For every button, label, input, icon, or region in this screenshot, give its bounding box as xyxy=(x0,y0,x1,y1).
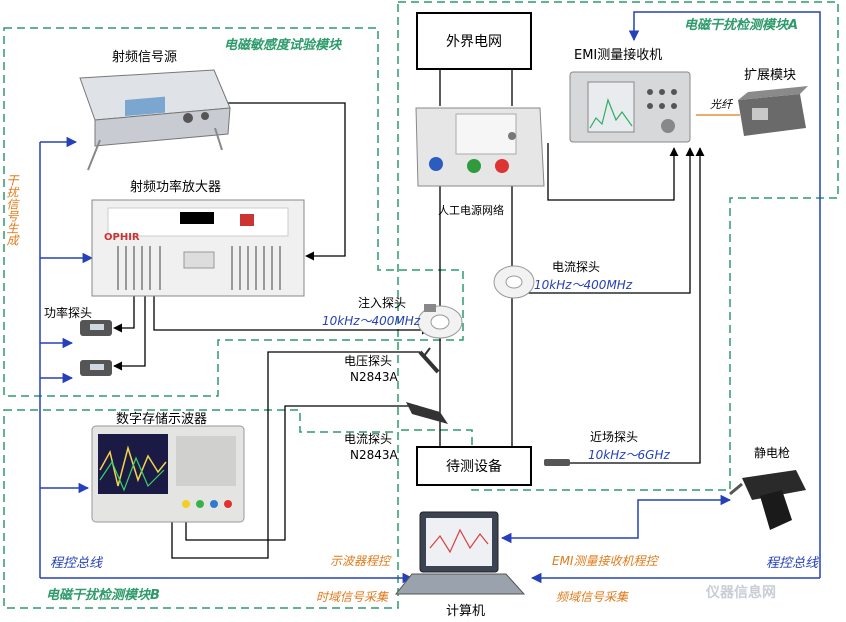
grid-box: 外界电网 xyxy=(416,12,532,70)
module-emi-a-label: 电磁干扰检测模块A xyxy=(684,18,799,33)
dut-label: 待测设备 xyxy=(446,459,502,475)
lisn-label: 人工电源网络 xyxy=(438,204,504,217)
current-probe-left-device xyxy=(406,402,448,424)
bus-right-label: 程控总线 xyxy=(766,556,819,571)
interference-gen-label: 干扰信号生成 xyxy=(5,174,19,246)
rf-amp-label: 射频功率放大器 xyxy=(130,180,222,195)
module-susceptibility-border xyxy=(3,27,464,397)
rf-source-label: 射频信号源 xyxy=(112,50,178,65)
esd-gun-device xyxy=(729,470,806,530)
grid-label: 外界电网 xyxy=(446,34,502,50)
near-field-probe-label: 近场探头 xyxy=(590,430,639,444)
amp-brand-label: OPHIR xyxy=(104,232,140,243)
current-probe-left-model: N2843A xyxy=(350,448,398,462)
signal-lines xyxy=(113,68,740,559)
power-probe-1 xyxy=(80,320,112,336)
current-probe-right-label: 电流探头 xyxy=(552,260,601,274)
rf-source-device xyxy=(79,69,231,171)
emi-control-label: EMI测量接收机程控 xyxy=(552,554,658,568)
current-probe-right-range: 10kHz～400MHz xyxy=(534,278,633,292)
injection-probe-label: 注入探头 xyxy=(358,296,407,310)
control-bus xyxy=(39,11,821,584)
freq-domain-label: 频域信号采集 xyxy=(556,590,629,604)
near-field-probe-range: 10kHz～6GHz xyxy=(588,448,670,462)
voltage-probe-device xyxy=(418,347,440,374)
power-probe-label: 功率探头 xyxy=(44,306,93,320)
computer-device xyxy=(394,511,526,595)
injection-probe-range: 10kHz～400MHz xyxy=(322,314,421,328)
current-probe-left-label: 电流探头 xyxy=(344,432,393,446)
fiber-label: 光纤 xyxy=(710,98,732,111)
time-domain-label: 时域信号采集 xyxy=(316,590,389,604)
dut-box: 待测设备 xyxy=(416,446,532,486)
scope-label: 数字存储示波器 xyxy=(116,412,208,427)
oscilloscope-device xyxy=(91,425,245,523)
current-probe-right-device xyxy=(493,265,535,299)
voltage-probe-label: 电压探头 xyxy=(344,354,393,368)
lisn-device xyxy=(415,107,545,187)
voltage-probe-model: N2843A xyxy=(350,370,398,384)
watermark: 仪器信息网 xyxy=(706,585,776,601)
emi-receiver-label: EMI测量接收机 xyxy=(574,48,663,63)
emi-receiver-device xyxy=(569,71,691,143)
injection-probe-device xyxy=(417,304,463,339)
rf-amplifier-device xyxy=(91,199,305,297)
scope-control-label: 示波器程控 xyxy=(330,554,391,568)
extension-module-device xyxy=(738,86,808,136)
extension-label: 扩展模块 xyxy=(744,68,797,83)
module-susceptibility-label: 电磁敏感度试验模块 xyxy=(224,38,342,53)
esd-gun-label: 静电枪 xyxy=(754,446,791,460)
bus-left-label: 程控总线 xyxy=(50,556,103,571)
computer-label: 计算机 xyxy=(446,604,486,619)
near-field-probe-device xyxy=(544,459,570,466)
module-emi-b-label: 电磁干扰检测模块B xyxy=(46,588,160,603)
power-probe-2 xyxy=(80,360,112,376)
module-emi-b-border xyxy=(3,409,399,609)
